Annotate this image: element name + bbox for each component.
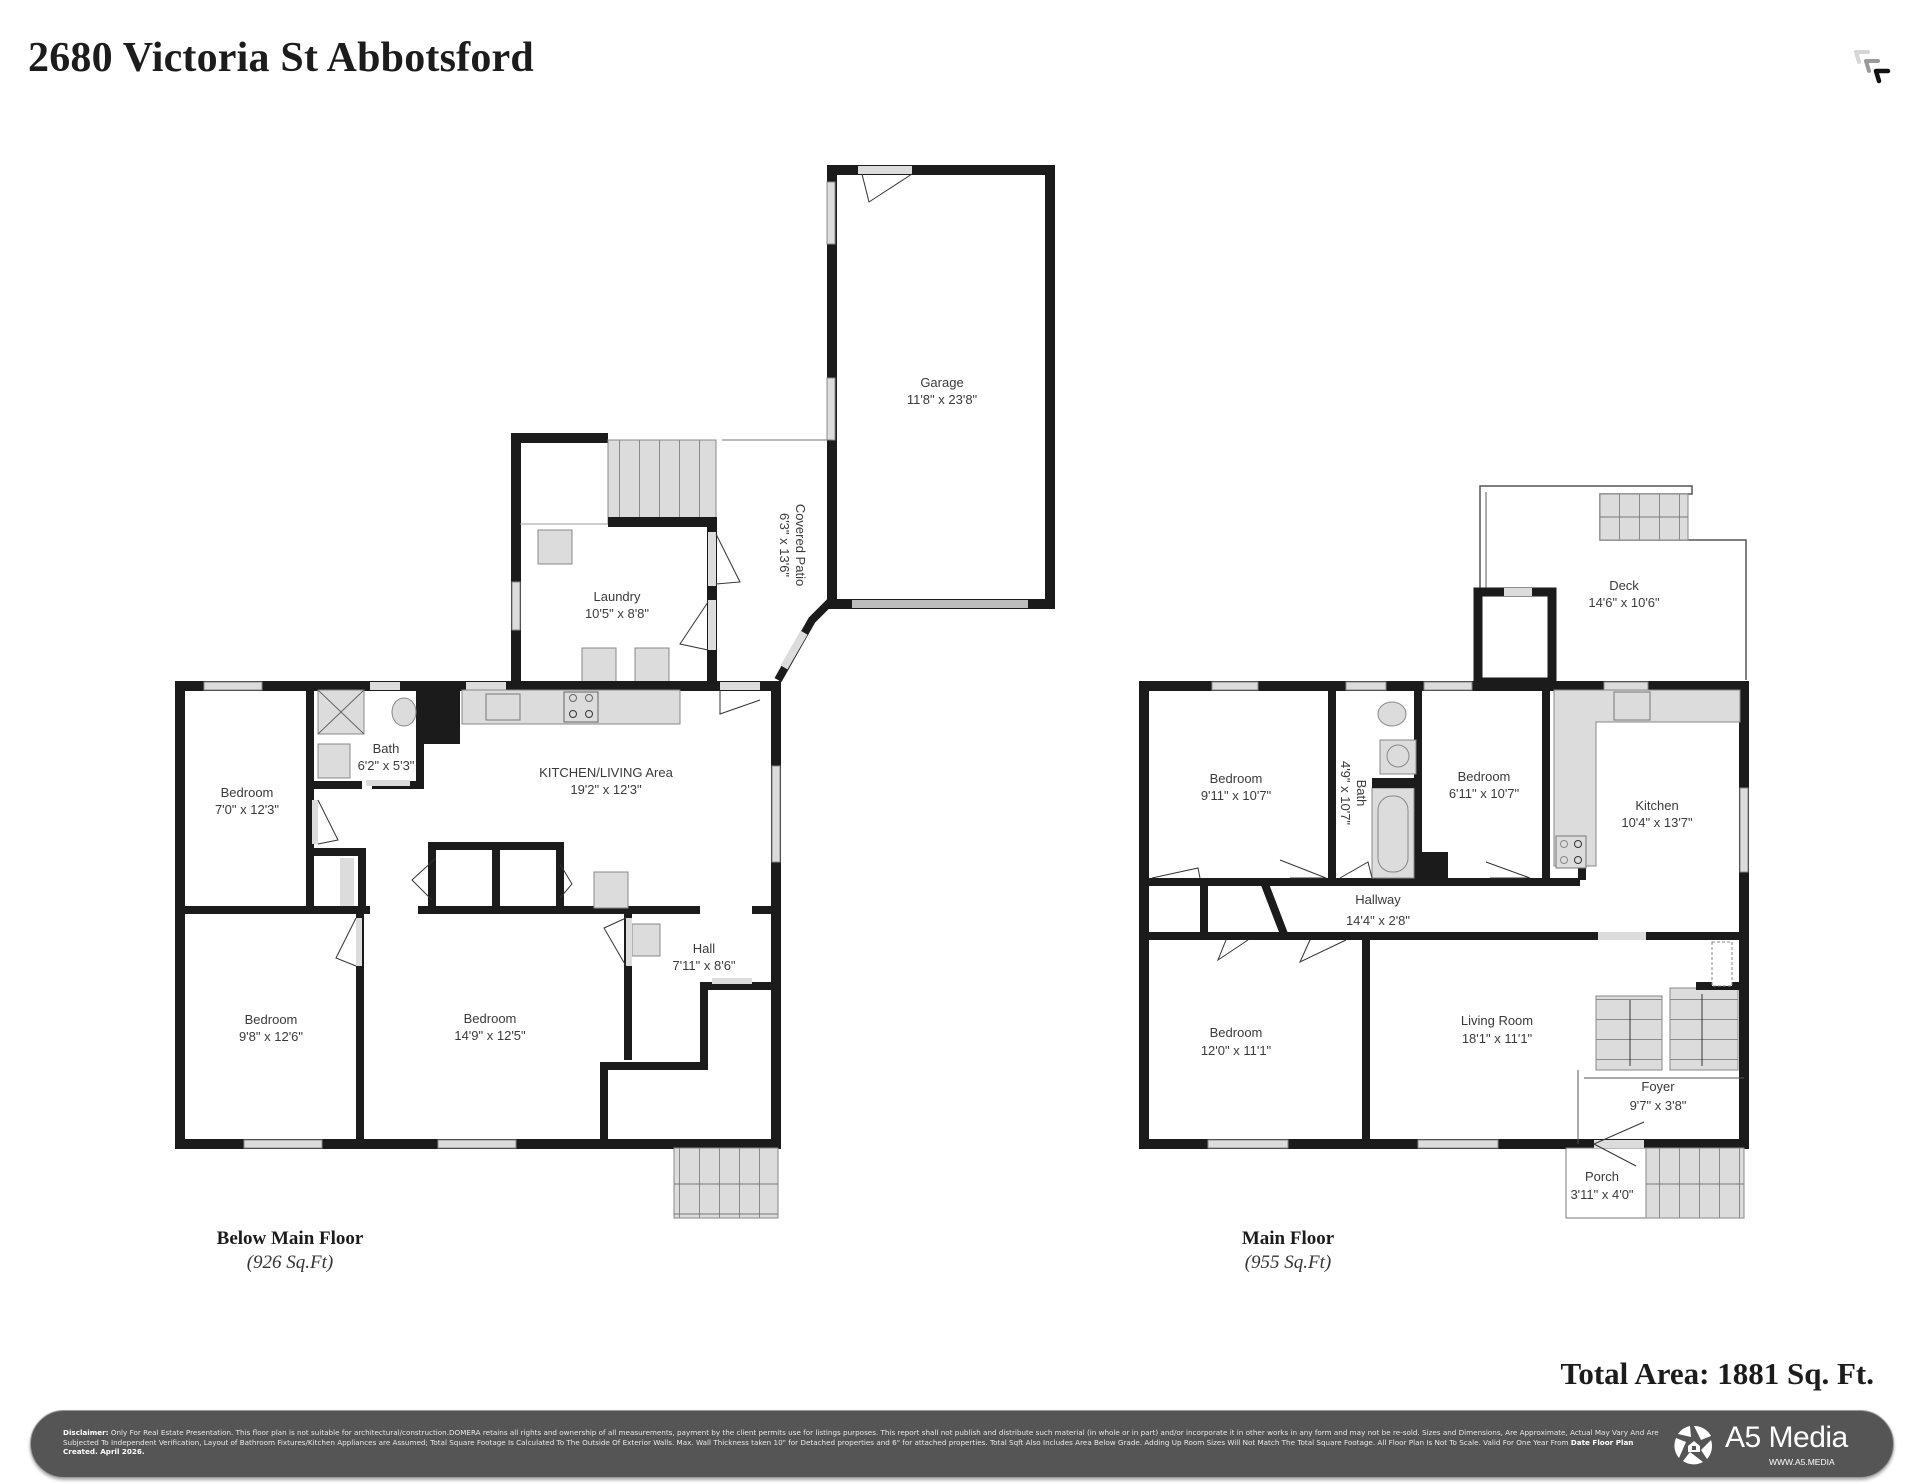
svg-text:14'9" x 12'5": 14'9" x 12'5" (454, 1028, 526, 1043)
main-floor-room-labels: Deck 14'6" x 10'6" Bedroom 9'11" x 10'7"… (1201, 578, 1693, 1202)
svg-text:14'6" x 10'6": 14'6" x 10'6" (1588, 595, 1660, 610)
disclaimer-date: Date Floor Plan Created. April 2026. (63, 1437, 1634, 1457)
floor-name: Below Main Floor (216, 1228, 364, 1249)
disclaimer-label: Disclaimer: (63, 1428, 109, 1437)
garage-room (826, 165, 1055, 609)
svg-text:10'4" x 13'7": 10'4" x 13'7" (1621, 815, 1693, 830)
disclaimer: Disclaimer: Only For Real Estate Present… (63, 1428, 1663, 1457)
svg-text:7'11" x 8'6": 7'11" x 8'6" (672, 958, 735, 973)
svg-text:7'0" x 12'3": 7'0" x 12'3" (215, 802, 279, 817)
room-label-kitchen-living: KITCHEN/LIVING Area (539, 765, 673, 780)
brand-logo: A5 Media WWW.A5.MEDIA (1673, 1419, 1873, 1471)
svg-text:10'5" x 8'8": 10'5" x 8'8" (585, 606, 649, 621)
below-main-room-labels: Garage 11'8" x 23'8" Covered Patio 6'3" … (215, 375, 978, 1044)
laundry-room (511, 433, 741, 690)
room-label-foyer: Foyer (1641, 1079, 1675, 1094)
deck-area (1473, 485, 1747, 687)
floor-area: (926 Sq.Ft) (246, 1252, 334, 1273)
svg-text:12'0" x 11'1": 12'0" x 11'1" (1201, 1043, 1272, 1058)
room-label-deck: Deck (1609, 578, 1639, 593)
room-label-bath-main: Bath (1354, 780, 1369, 807)
below-main-walls (175, 681, 781, 1219)
svg-text:11'8" x 23'8": 11'8" x 23'8" (907, 392, 978, 407)
svg-text:9'11" x 10'7": 9'11" x 10'7" (1201, 788, 1272, 803)
covered-patio (722, 439, 835, 682)
room-label-bath-below: Bath (373, 741, 400, 756)
room-label-laundry: Laundry (594, 589, 641, 604)
floor-label-below-main: Below Main Floor (926 Sq.Ft) (190, 1228, 390, 1274)
room-label-bedroom-main-1: Bedroom (1210, 771, 1263, 786)
brand-name: A5 Media (1725, 1421, 1848, 1454)
svg-text:9'7" x 3'8": 9'7" x 3'8" (1630, 1098, 1687, 1113)
svg-text:4'9" x 10'7": 4'9" x 10'7" (1338, 761, 1353, 825)
svg-text:19'2" x 12'3": 19'2" x 12'3" (570, 782, 642, 797)
room-label-living-room: Living Room (1461, 1013, 1533, 1028)
room-label-bedroom-3: Bedroom (464, 1011, 517, 1026)
svg-text:3'11" x 4'0": 3'11" x 4'0" (1570, 1187, 1633, 1202)
room-label-bedroom-2: Bedroom (245, 1012, 298, 1027)
room-label-garage: Garage (920, 375, 963, 390)
room-label-hallway: Hallway (1355, 892, 1401, 907)
room-label-porch: Porch (1585, 1169, 1619, 1184)
room-label-bedroom-main-2: Bedroom (1458, 769, 1511, 784)
property-address-title: 2680 Victoria St Abbotsford (28, 35, 534, 81)
floor-name: Main Floor (1241, 1228, 1335, 1249)
floor-area: (955 Sq.Ft) (1244, 1252, 1332, 1273)
svg-text:6'11" x 10'7": 6'11" x 10'7" (1449, 786, 1520, 801)
room-label-bedroom-1: Bedroom (221, 785, 274, 800)
room-label-kitchen: Kitchen (1635, 798, 1678, 813)
svg-text:9'8" x 12'6": 9'8" x 12'6" (239, 1029, 303, 1044)
room-label-bedroom-main-3: Bedroom (1210, 1025, 1263, 1040)
main-floor-plan (1139, 485, 1749, 1219)
svg-text:6'2" x 5'3": 6'2" x 5'3" (358, 758, 415, 773)
floor-plan-drawing: Garage 11'8" x 23'8" Covered Patio 6'3" … (175, 165, 1749, 1219)
svg-text:14'4" x 2'8": 14'4" x 2'8" (1346, 913, 1410, 928)
triple-chevron-logo-icon (1854, 50, 1891, 84)
floor-label-main: Main Floor (955 Sq.Ft) (1188, 1228, 1388, 1274)
footer-bar: Disclaimer: Only For Real Estate Present… (30, 1410, 1894, 1478)
disclaimer-text: Only For Real Estate Presentation. This … (63, 1428, 1659, 1447)
a5-media-aperture-house-icon (1674, 1425, 1713, 1465)
svg-text:18'1" x 11'1": 18'1" x 11'1" (1462, 1031, 1533, 1046)
brand-url: WWW.A5.MEDIA (1769, 1457, 1835, 1467)
room-label-covered-patio: Covered Patio (793, 504, 808, 586)
total-area: Total Area: 1881 Sq. Ft. (1560, 1356, 1874, 1391)
below-main-floor-plan (175, 165, 1055, 1219)
room-label-hall: Hall (693, 941, 716, 956)
svg-text:6'3" x 13'6": 6'3" x 13'6" (777, 513, 792, 577)
